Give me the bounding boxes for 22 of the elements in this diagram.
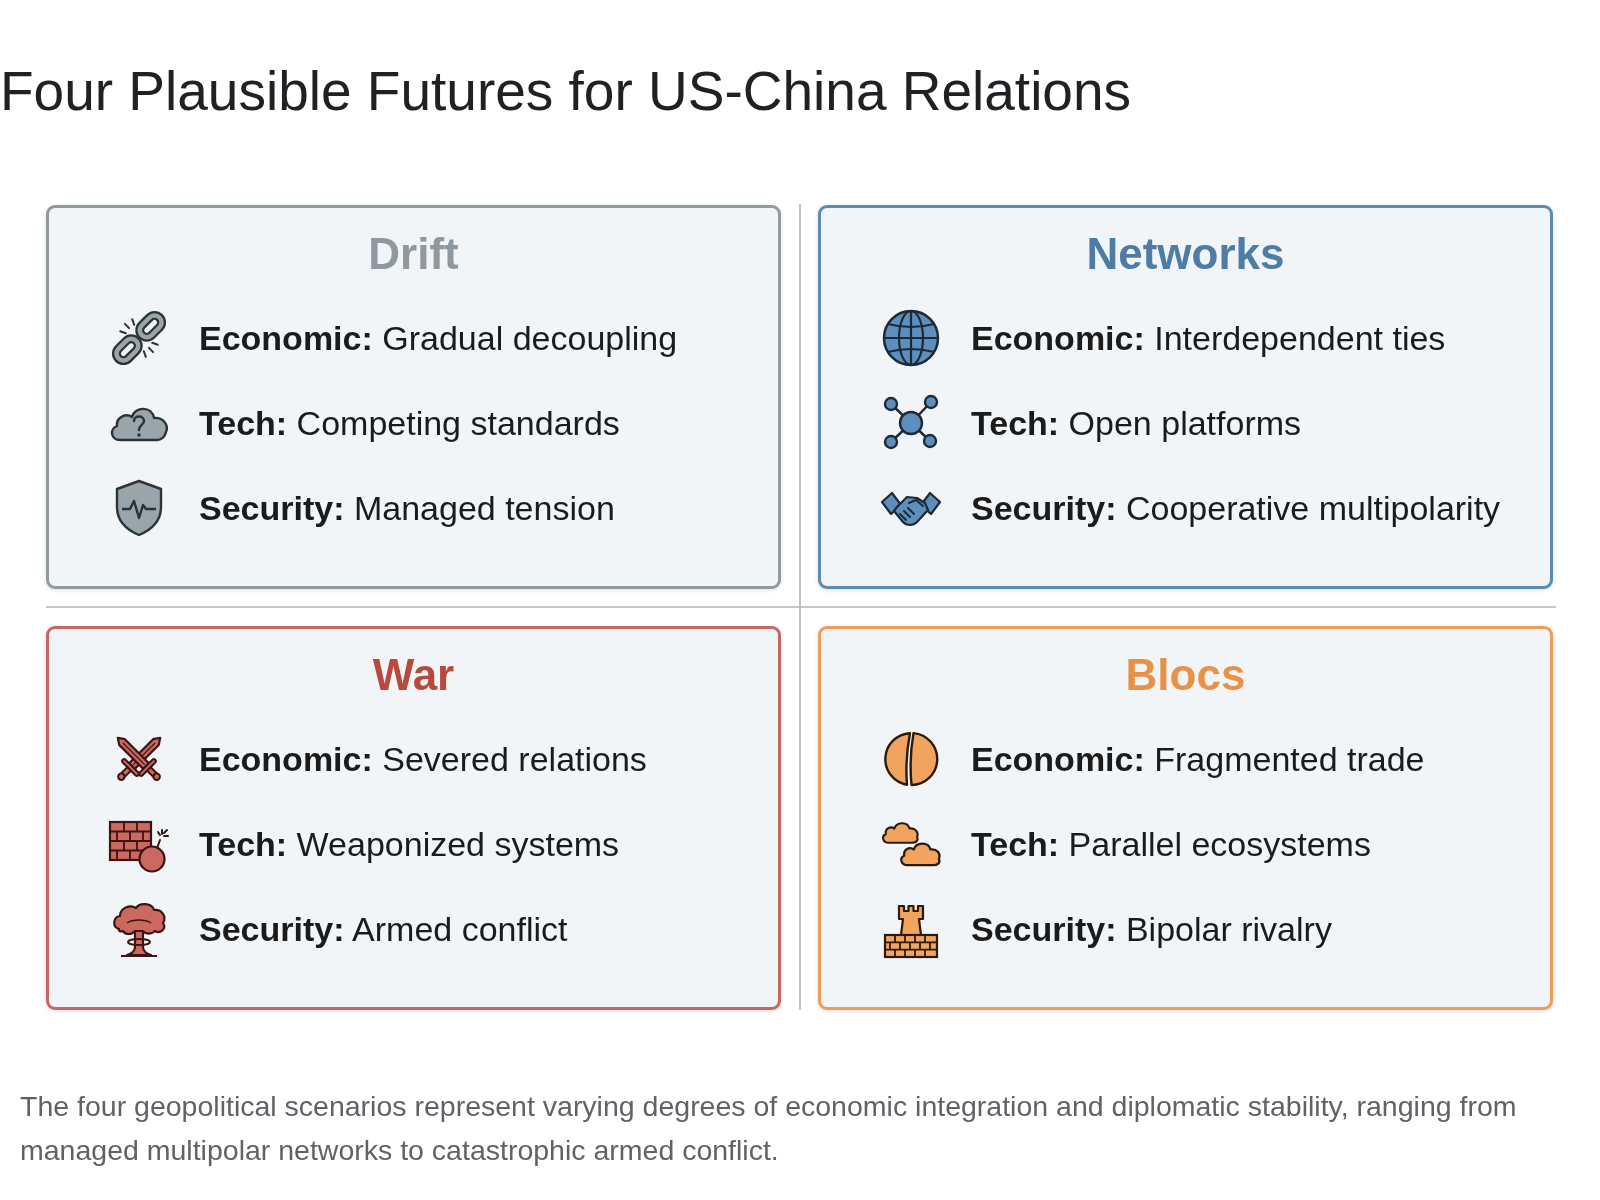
scenario-panel [46, 205, 781, 589]
scenario-factor: Economic: Fragmented trade [971, 739, 1425, 780]
scenario-factor: Security: Bipolar rivalry [971, 909, 1332, 950]
scenario-factor: Security: Cooperative multipolarity [971, 488, 1501, 529]
scenario-factor: Tech: Weaponized systems [199, 824, 620, 865]
scenario-title: Drift [368, 229, 459, 279]
scenario-factor: Security: Armed conflict [199, 909, 568, 950]
scenario-panel [818, 626, 1553, 1010]
scenario-factor: Security: Managed tension [199, 488, 615, 529]
scenario-factor: Tech: Parallel ecosystems [971, 824, 1371, 865]
caption: The four geopolitical scenarios represent varying degrees of economic integration and diplomatic stability, ranging from managed multipolar networks to catastrophic armed conflict. [20, 1089, 1518, 1168]
scenario-panel [818, 205, 1553, 589]
scenario-factor: Economic: Interdependent ties [971, 318, 1446, 359]
scenario-factor: Economic: Severed relations [199, 739, 647, 780]
scenario-factor: Tech: Open platforms [971, 403, 1302, 444]
diagram-title: Four Plausible Futures for US-China Relations [0, 59, 1132, 124]
scenario-panel [46, 626, 781, 1010]
scenario-title: War [372, 650, 455, 700]
scenario-title: Blocs [1125, 650, 1246, 700]
scenario-title: Networks [1086, 229, 1285, 279]
scenario-factor: Economic: Gradual decoupling [199, 318, 678, 359]
scenario-factor: Tech: Competing standards [199, 403, 620, 444]
